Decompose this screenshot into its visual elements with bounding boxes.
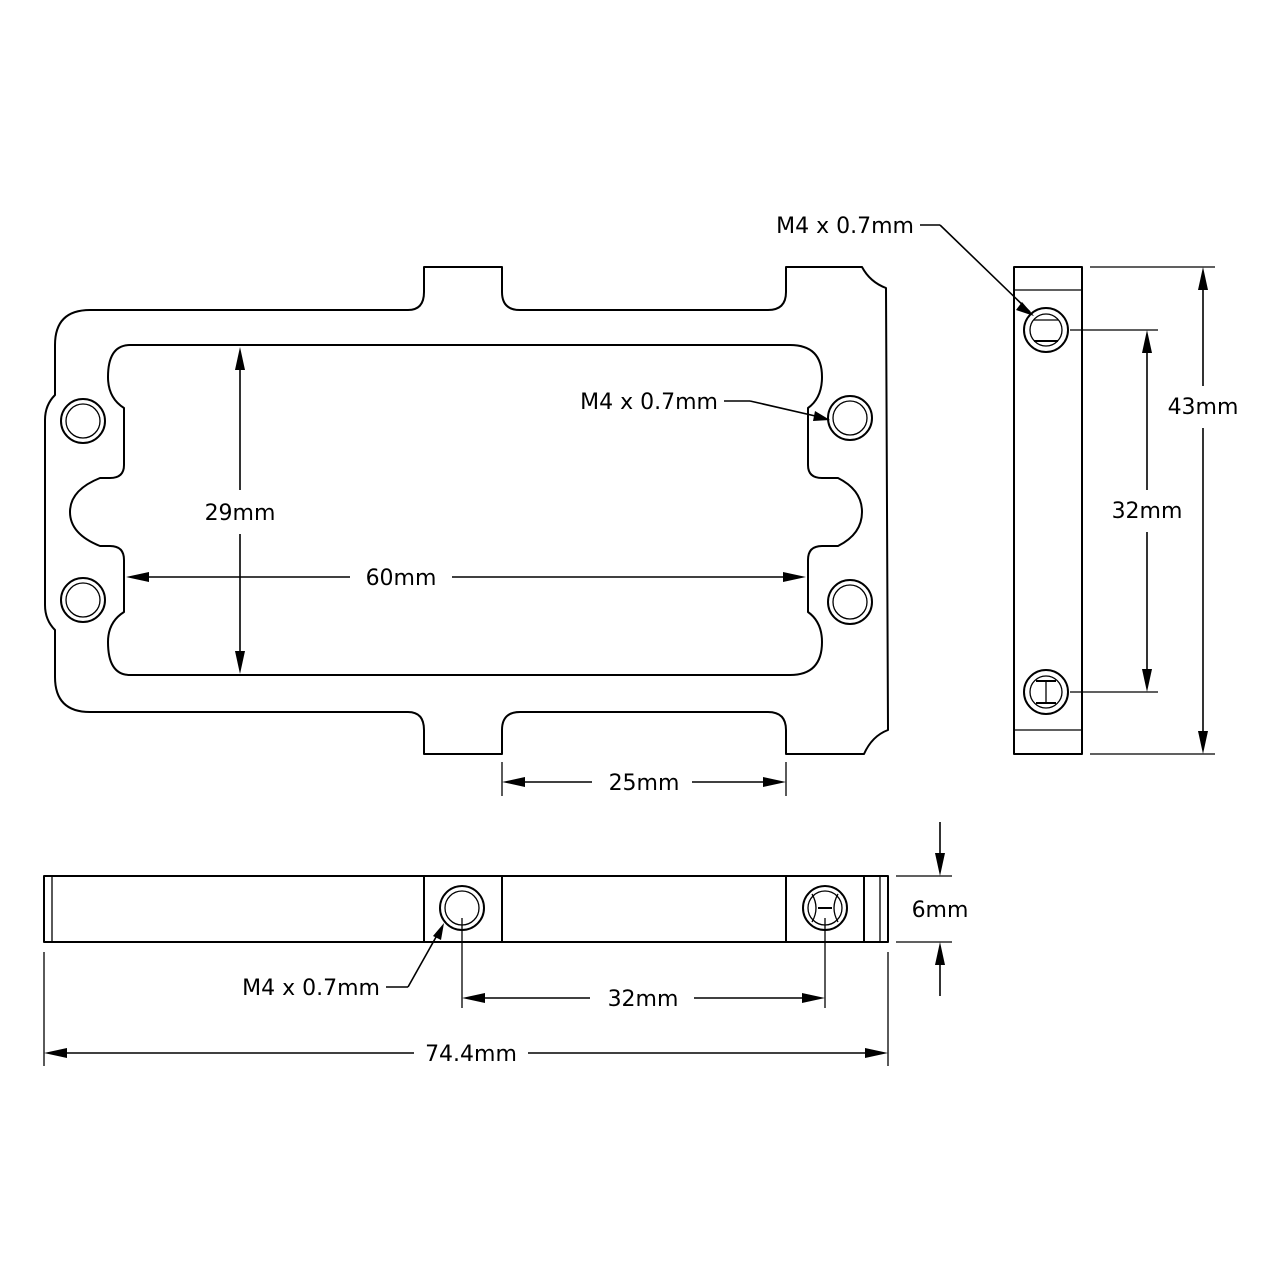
bottom-body [43,875,889,943]
mounting-hole-top-right [827,395,873,441]
side-view: M4 x 0.7mm 32mm 43mm [776,214,1239,755]
plate-outline [44,266,889,755]
bottom-view: M4 x 0.7mm 32mm 74.4mm [43,822,969,1067]
thickness-label: 6mm [912,898,969,923]
inner-width-dimension: 60mm [126,566,806,591]
side-hole-top [1023,307,1069,353]
overall-length-label: 74.4mm [425,1042,517,1067]
side-tap-label: M4 x 0.7mm [776,214,914,239]
inner-pocket [69,344,863,676]
bottom-hole-spacing-label: 32mm [608,987,679,1012]
inner-height-dimension: 29mm [205,347,276,674]
inner-width-label: 60mm [366,566,437,591]
side-body [1013,266,1083,755]
slot-width-dimension: 25mm [501,762,787,796]
top-tap-label: M4 x 0.7mm [580,390,718,415]
mounting-hole-top-left [60,398,106,444]
side-height-label: 43mm [1168,395,1239,420]
side-hole-bottom [1023,669,1069,715]
overall-length-dimension: 74.4mm [44,1042,888,1067]
bottom-hole-spacing-dimension: 32mm [462,987,825,1012]
top-view: M4 x 0.7mm 29mm 60mm 25mm [44,266,889,796]
inner-height-label: 29mm [205,501,276,526]
thickness-dimension: 6mm [912,822,969,996]
mounting-hole-bottom-left [60,577,106,623]
bottom-tap-label: M4 x 0.7mm [242,976,380,1001]
side-height-dimension: 43mm [1168,267,1239,754]
side-hole-spacing-label: 32mm [1112,499,1183,524]
slot-width-label: 25mm [609,771,680,796]
side-hole-spacing-dimension: 32mm [1112,330,1183,692]
mounting-hole-bottom-right [827,579,873,625]
